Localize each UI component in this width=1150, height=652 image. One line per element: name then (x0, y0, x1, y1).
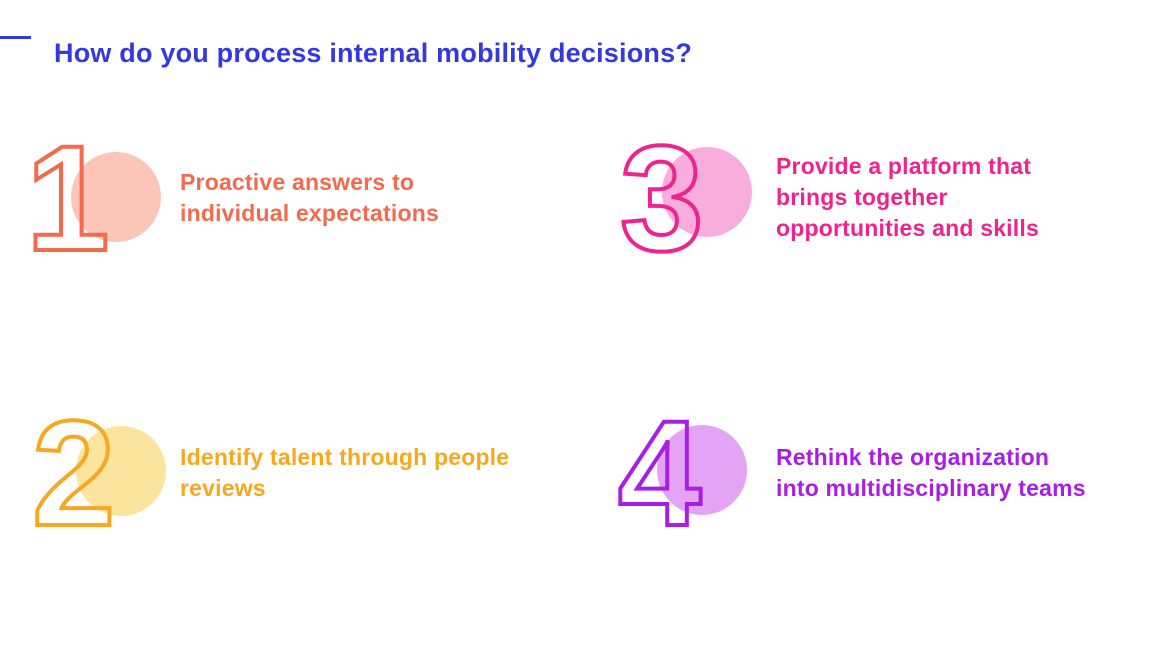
outlined-number-3: 3 (620, 130, 703, 265)
item-1-label: Proactive answers to individual expectat… (180, 168, 439, 226)
item-4-label: Rethink the organization into multidisci… (776, 443, 1086, 501)
number-3-graphic: 3 (618, 130, 752, 265)
numbered-item-4: 4 Rethink the organization into multidis… (618, 405, 1086, 540)
numbered-item-1: 1 Proactive answers to individual expect… (30, 130, 439, 265)
numbered-item-2: 2 Identify talent through people reviews (30, 405, 509, 540)
page-title: How do you process internal mobility dec… (54, 38, 693, 69)
circle-shape-2 (76, 426, 166, 516)
title-dash (0, 36, 31, 39)
outlined-number-4: 4 (618, 405, 701, 540)
number-2-graphic: 2 (30, 405, 166, 540)
outlined-number-2: 2 (32, 405, 115, 540)
number-1-graphic: 1 (30, 130, 161, 265)
circle-shape-4 (657, 425, 747, 515)
outlined-number-1: 1 (30, 130, 109, 265)
circle-shape-3 (662, 147, 752, 237)
item-2-label: Identify talent through people reviews (180, 443, 510, 501)
number-4-graphic: 4 (618, 405, 747, 540)
item-3-label: Provide a platform that brings together … (776, 153, 1039, 241)
numbered-item-3: 3 Provide a platform that brings togethe… (618, 130, 1039, 265)
circle-shape-1 (71, 152, 161, 242)
